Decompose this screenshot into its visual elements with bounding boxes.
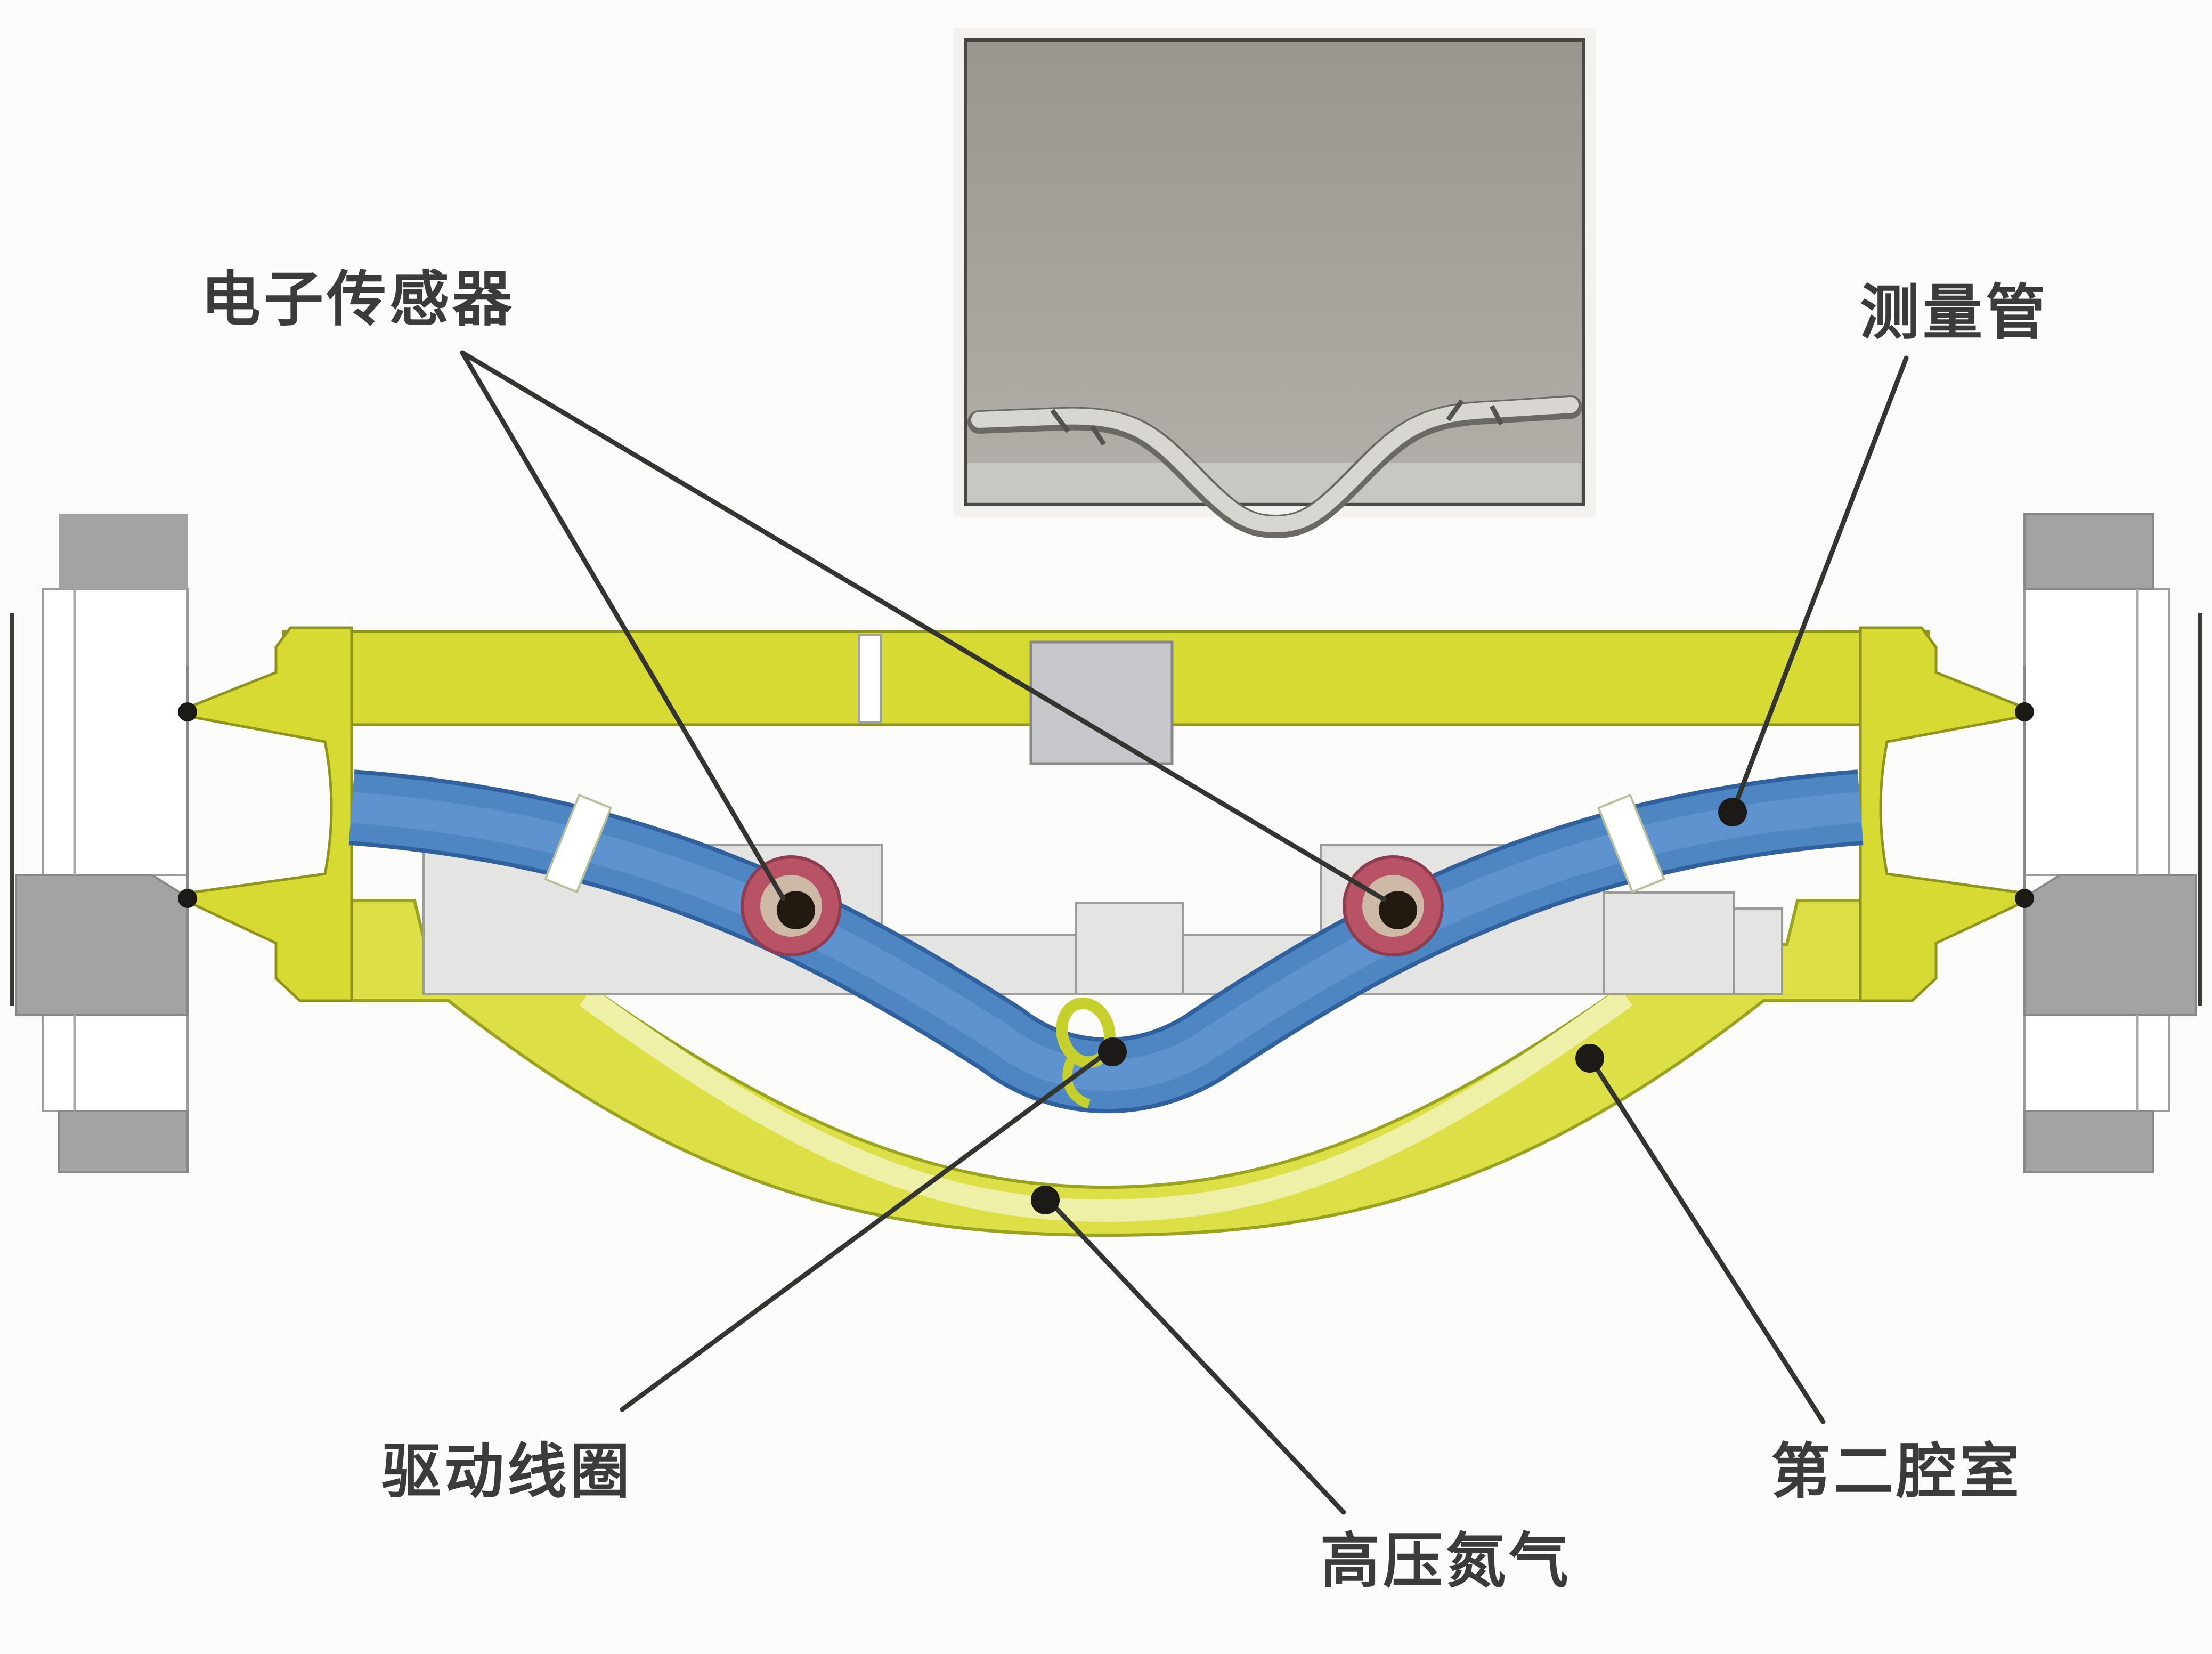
leader-lines — [460, 350, 1909, 1515]
right-flange — [2023, 513, 2202, 1173]
left-flange — [10, 514, 189, 1173]
leader-nitrogen — [1045, 1196, 1346, 1515]
housing-shell-highlight — [579, 987, 1633, 1222]
housing-left-cap — [186, 626, 353, 1002]
drive-coil-tail — [1062, 1058, 1091, 1109]
photo-tube-fittings — [1050, 399, 1503, 446]
housing — [178, 626, 2034, 1237]
right-clamp-band — [1597, 793, 1666, 894]
right-flange-cell-white-lower — [2023, 1014, 2170, 1112]
photo-area — [964, 38, 1585, 506]
left-electromagnetic-sensor — [741, 855, 842, 956]
right-flange-cell-gray-top — [2023, 513, 2154, 590]
right-upper-pinch-point — [2015, 702, 2034, 721]
leader-dot-nitrogen — [1031, 1186, 1060, 1214]
right-flange-cell-gray-mid — [2023, 874, 2197, 1016]
photo-tube-metal — [971, 397, 1579, 533]
leader-chamber — [1588, 1057, 1826, 1424]
photo-table-surface — [967, 463, 1581, 502]
right-sensor-core — [1379, 891, 1417, 929]
right-electromagnetic-sensor — [1343, 855, 1444, 956]
housing-top-bar-notch — [858, 634, 882, 724]
leader-dot-tube — [1718, 798, 1747, 826]
measuring-tube-highlight — [350, 792, 1862, 1091]
left-upper-pinch-point — [178, 702, 197, 721]
left-sensor-core — [777, 891, 815, 929]
inner-step-right — [1603, 891, 1735, 995]
photo-inset — [954, 28, 1596, 539]
leader-sensor-left — [460, 350, 786, 901]
left-clamp-band — [543, 793, 613, 894]
left-lower-pinch-point — [178, 889, 197, 908]
inner-block-center — [1075, 902, 1184, 995]
right-flange-cell-white-upper — [2023, 588, 2170, 876]
inner-bar-right — [1733, 907, 1783, 995]
label-drive-coil: 驱动线圈 — [381, 1438, 633, 1505]
label-second-chamber: 第二腔室 — [1771, 1438, 2022, 1505]
leader-tube — [1730, 355, 1909, 815]
left-flange-cell-gray-bottom — [58, 1110, 189, 1173]
right-lower-pinch-point — [2015, 889, 2034, 908]
label-high-pressure-nitrogen: 高压氮气 — [1320, 1528, 1572, 1594]
right-flange-cell-gray-bottom — [2023, 1110, 2154, 1173]
measuring-tube — [348, 769, 1864, 1114]
left-flange-cell-white-upper — [42, 588, 189, 876]
leader-dot-chamber — [1575, 1044, 1604, 1073]
label-measuring-tube: 测量管 — [1860, 279, 2048, 346]
leader-coil — [620, 1048, 1112, 1412]
left-flange-cell-gray-top — [59, 514, 188, 589]
leader-sensor-right — [460, 350, 1387, 902]
housing-right-cap — [1859, 626, 2026, 1002]
label-electronic-sensor: 电子传感器 — [201, 266, 515, 333]
left-clamp-band-rect — [543, 793, 613, 894]
left-flange-cell-gray-mid — [15, 874, 189, 1016]
leader-dot-coil — [1098, 1037, 1127, 1066]
left-flange-cell-white-lower — [42, 1014, 189, 1112]
right-clamp-band-rect — [1597, 793, 1666, 894]
